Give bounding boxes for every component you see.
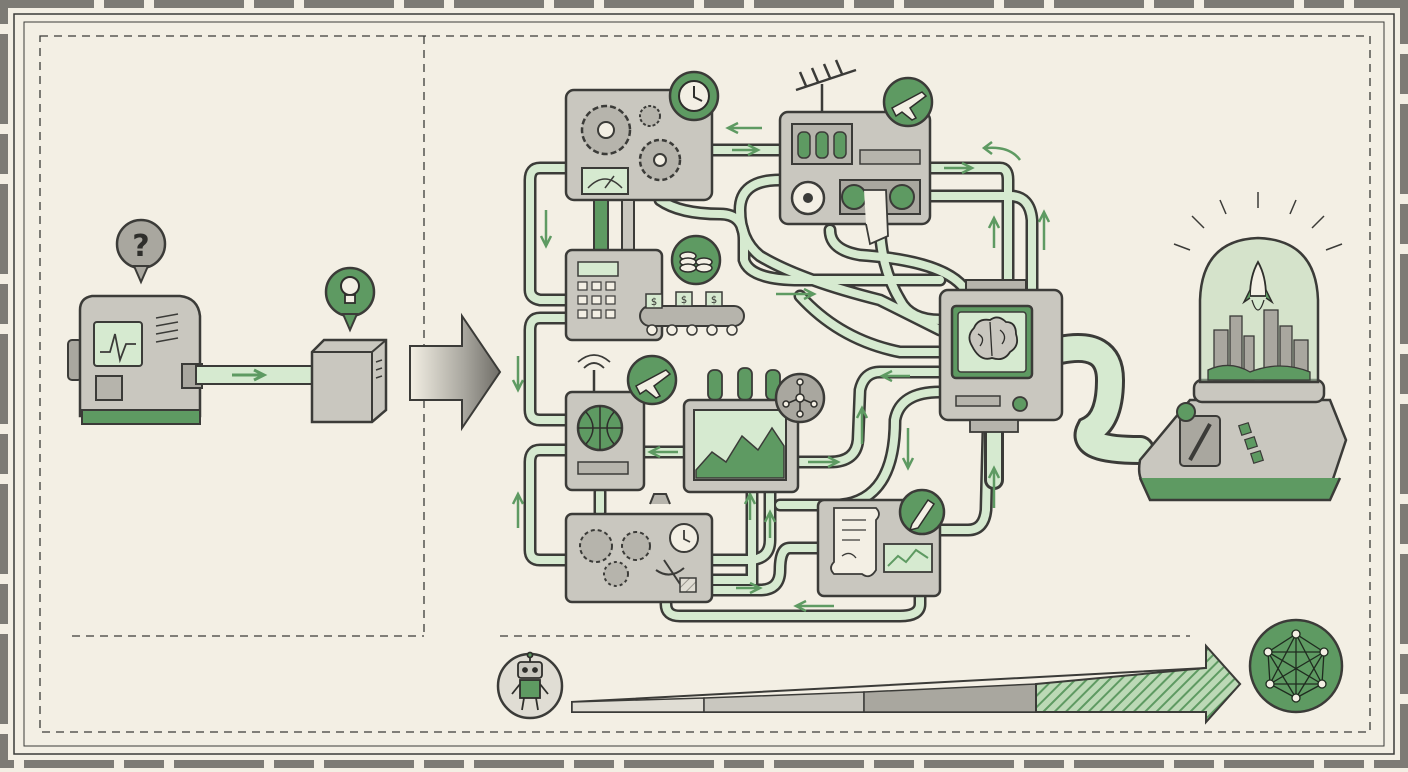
- network-graph-badge: [1248, 618, 1344, 714]
- lightbulb-icon: [340, 276, 360, 304]
- output-box: [310, 338, 388, 424]
- network-graph-icon: [1263, 629, 1329, 703]
- airplane-icon: [635, 369, 672, 399]
- pen-badge: [898, 488, 946, 536]
- input-machine: [67, 294, 203, 425]
- flow-arrows: [511, 121, 1051, 613]
- transition-arrow: [409, 312, 502, 432]
- gear-machine: [564, 70, 720, 251]
- progress-fill: [1035, 643, 1242, 725]
- calculator-conveyor: $ $ $: [564, 234, 745, 342]
- chart-monitor: [682, 367, 826, 494]
- network-node-icon: [782, 378, 818, 418]
- robot-badge: [496, 651, 564, 720]
- input-pipe: [195, 365, 315, 385]
- gear-press: [564, 493, 714, 604]
- brain-hub: [938, 279, 1064, 433]
- question-mark-icon: ?: [132, 229, 149, 264]
- globe-radio: [564, 354, 678, 492]
- network-node-badge: [774, 372, 826, 424]
- radio-tape-machine: [778, 59, 934, 246]
- coins-icon: [679, 251, 713, 273]
- dome-city-console: [1137, 192, 1348, 502]
- rocket-icon: [1242, 260, 1274, 311]
- brain-icon: [968, 316, 1019, 361]
- dollar-label: $: [711, 295, 717, 306]
- dashed-guides: [39, 35, 1371, 733]
- glow-rays: [1173, 192, 1343, 251]
- robot-icon: [511, 651, 549, 711]
- dollar-label: $: [681, 295, 687, 306]
- pen-icon: [908, 498, 936, 532]
- coins-badge: [670, 234, 722, 286]
- progress-track: [571, 643, 1242, 725]
- airplane-badge: [882, 76, 934, 128]
- question-bubble: ?: [115, 218, 167, 285]
- lightbulb-bubble: [324, 266, 376, 333]
- clock-badge: [668, 70, 720, 122]
- airplane-icon: [891, 91, 928, 121]
- document-printer: [816, 488, 946, 598]
- dollar-label: $: [651, 297, 657, 308]
- airplane-badge: [626, 354, 678, 406]
- pipe-network: [523, 143, 1155, 623]
